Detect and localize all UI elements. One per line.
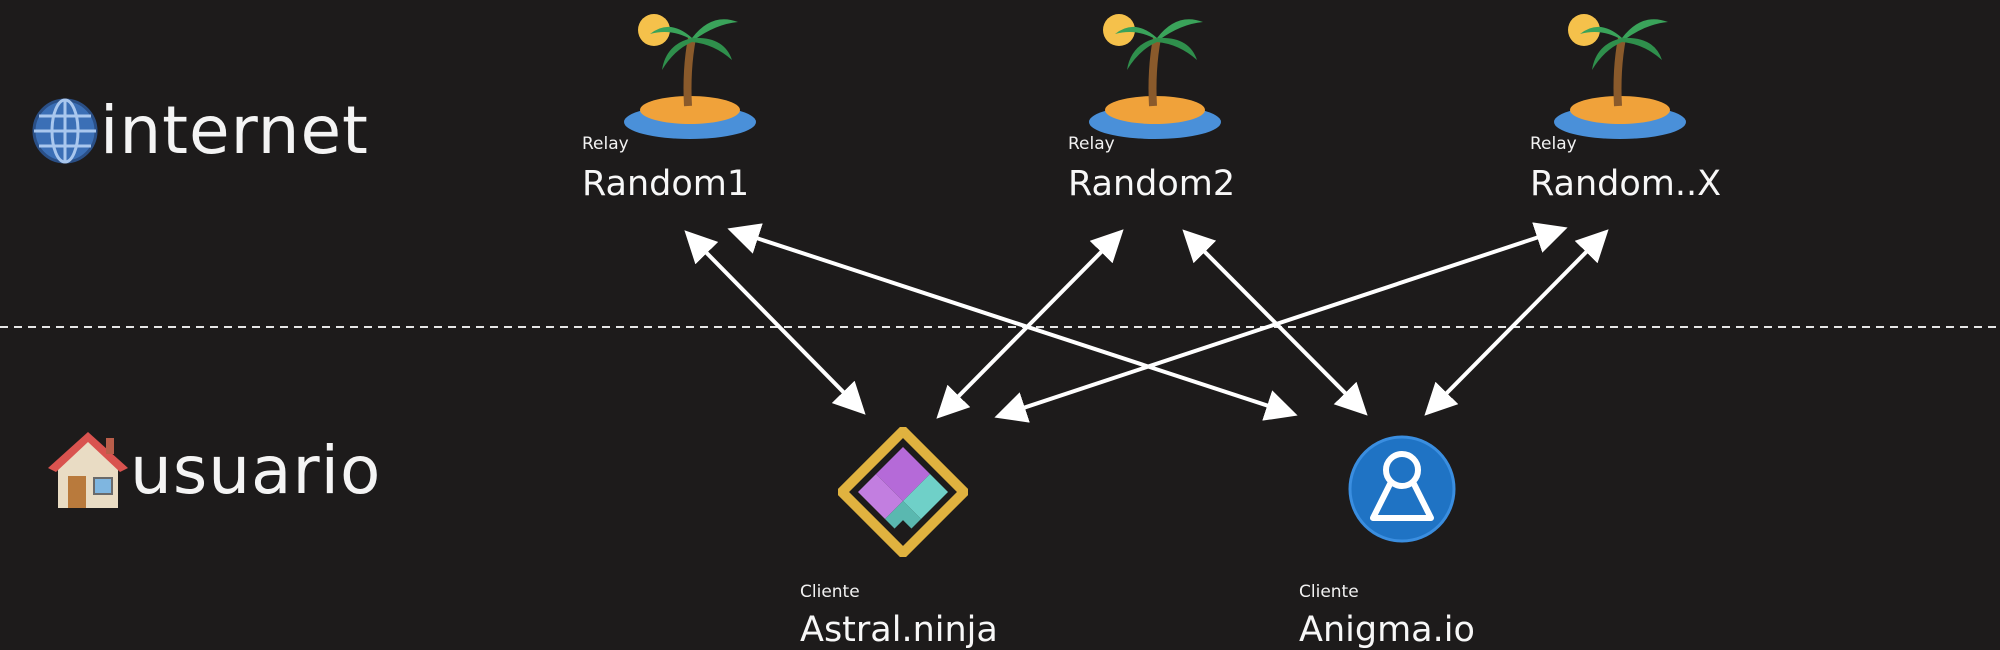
palm-island-icon	[624, 14, 756, 139]
relay-kind-label: Relay	[582, 134, 629, 154]
globe-icon	[32, 98, 98, 163]
client-kind-label: Cliente	[800, 582, 860, 602]
relay-kind-label: Relay	[1530, 134, 1577, 154]
relay-node-random1: Relay Random1	[560, 0, 820, 220]
zone-label-text: internet	[100, 92, 369, 169]
astral-ninja-logo-icon	[838, 427, 968, 557]
arrow-random1-anigma	[727, 223, 1298, 421]
relay-node-random2: Relay Random2	[1045, 0, 1305, 220]
relay-name-label: Random..X	[1530, 164, 1722, 204]
arrow-randomx-anigma	[1424, 229, 1609, 416]
palm-island-icon	[1089, 14, 1221, 139]
relay-kind-label: Relay	[1068, 134, 1115, 154]
relay-name-label: Random1	[582, 164, 750, 204]
zone-label-internet: internet	[30, 92, 369, 169]
zone-label-text: usuario	[130, 431, 382, 509]
client-kind-label: Cliente	[1299, 582, 1359, 602]
relay-name-label: Random2	[1068, 164, 1236, 204]
palm-island-icon	[1554, 14, 1686, 139]
relay-node-randomx: Relay Random..X	[1508, 0, 1788, 220]
house-icon	[48, 432, 128, 508]
zone-label-usuario: usuario	[46, 428, 381, 512]
anigma-logo-icon	[1348, 435, 1456, 543]
arrow-randomx-astral	[994, 222, 1568, 423]
